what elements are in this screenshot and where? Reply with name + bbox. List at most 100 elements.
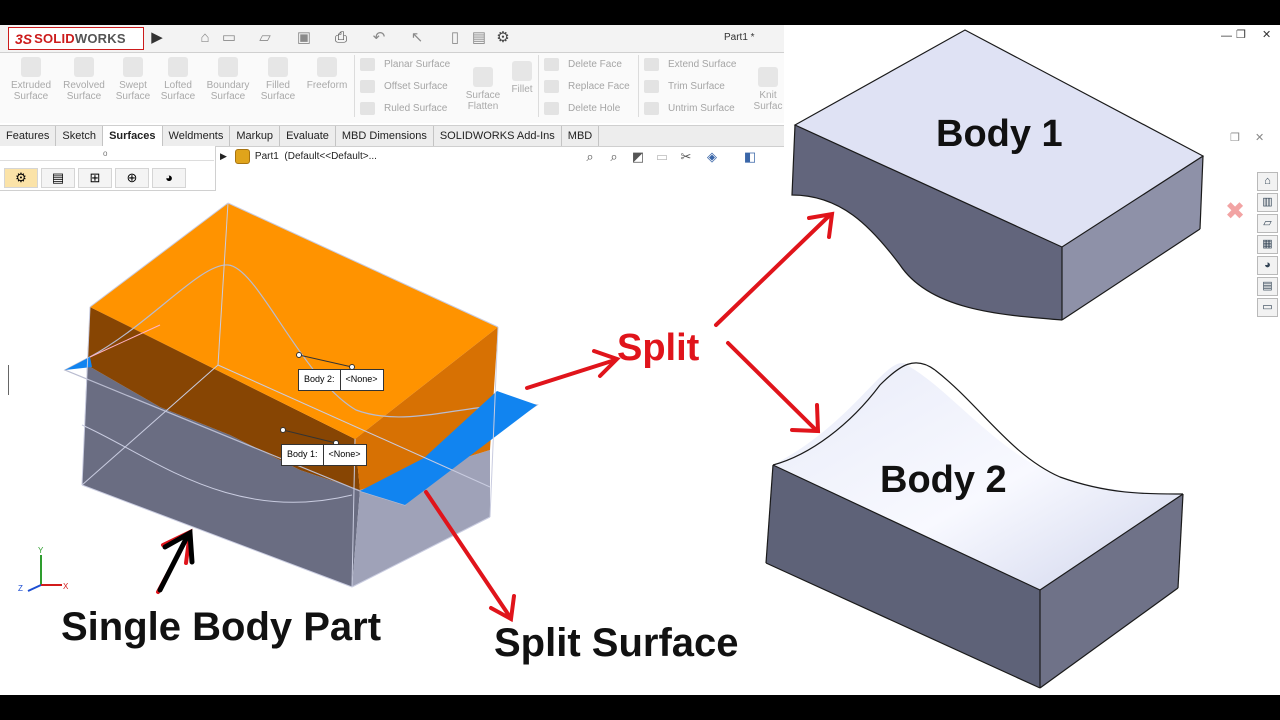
task-pane-forum-icon[interactable]: ▭: [1257, 298, 1278, 317]
body2-tag-value[interactable]: <None>: [339, 370, 383, 390]
swept-surface-button[interactable]: Swept Surface: [108, 57, 158, 102]
print-icon[interactable]: ⎙: [334, 29, 347, 46]
task-pane-resources-icon[interactable]: ▥: [1257, 193, 1278, 212]
minimize-window-icon[interactable]: —: [1221, 30, 1232, 42]
extend-surface-button[interactable]: Extend Surface: [644, 58, 736, 71]
task-pane-file-explorer-icon[interactable]: ▱: [1257, 214, 1278, 233]
close-window-icon[interactable]: ✕: [1262, 29, 1272, 41]
replace-face-button[interactable]: Replace Face: [544, 80, 630, 93]
swept-surface-icon: [123, 57, 143, 77]
displaymanager-tab[interactable]: ◕: [152, 168, 186, 188]
display-style-icon[interactable]: ◧: [743, 149, 757, 164]
delete-face-button[interactable]: Delete Face: [544, 58, 622, 71]
tab-sketch[interactable]: Sketch: [56, 126, 104, 146]
propertymanager-tab[interactable]: ▤: [41, 168, 75, 188]
restore-document-icon[interactable]: ❐: [1230, 132, 1240, 144]
save-icon[interactable]: ▣: [296, 29, 312, 46]
tab-weldments[interactable]: Weldments: [163, 126, 231, 146]
task-pane-appearances-icon[interactable]: ◕: [1257, 256, 1278, 275]
view-orientation-icon[interactable]: ◈: [707, 149, 717, 164]
tab-mbd-dimensions[interactable]: MBD Dimensions: [336, 126, 434, 146]
untrim-surface-label: Untrim Surface: [668, 103, 735, 114]
lofted-surface-button[interactable]: Lofted Surface: [153, 57, 203, 102]
options-gear-icon[interactable]: ⚙: [496, 29, 510, 46]
filled-surface-button[interactable]: Filled Surface: [253, 57, 303, 102]
select-cursor-icon[interactable]: ↖: [410, 29, 424, 46]
section-view-icon[interactable]: ▭: [655, 149, 669, 164]
split-surface-left-face[interactable]: [65, 357, 92, 370]
dynamic-annotation-icon[interactable]: ✂: [680, 149, 692, 164]
panel-splitter-handle[interactable]: o: [103, 149, 108, 158]
boundary-surface-button[interactable]: Boundary Surface: [203, 57, 253, 102]
untrim-surface-button[interactable]: Untrim Surface: [644, 102, 735, 115]
fillet-button[interactable]: Fillet: [497, 61, 547, 95]
undo-icon[interactable]: ↶: [372, 29, 386, 46]
knit-surface-icon: [758, 67, 778, 87]
restore-window-icon[interactable]: ❐: [1236, 29, 1246, 41]
front-lower-face: [82, 365, 360, 587]
split-surface-right-face[interactable]: [360, 391, 537, 505]
configuration-icon: ⊞: [89, 170, 101, 185]
zoom-to-fit-icon[interactable]: ⌕: [586, 149, 594, 164]
tab-solidworks-add-ins[interactable]: SOLIDWORKS Add-Ins: [434, 126, 562, 146]
tab-evaluate[interactable]: Evaluate: [280, 126, 336, 146]
expand-arrow-icon[interactable]: ▶: [220, 151, 227, 161]
configurationmanager-tab[interactable]: ⊞: [78, 168, 112, 188]
open-folder-icon[interactable]: ▱: [259, 29, 271, 46]
tab-features[interactable]: Features: [0, 126, 57, 146]
revolved-surface-button[interactable]: Revolved Surface: [59, 57, 109, 102]
ds-logo-mark: 3S: [15, 30, 33, 47]
property-list-icon: ▤: [51, 170, 65, 185]
tab-markup[interactable]: Markup: [230, 126, 281, 146]
trim-surface-button[interactable]: Trim Surface: [644, 80, 725, 93]
tab-mbd[interactable]: MBD: [562, 126, 600, 146]
body-1-model[interactable]: [791, 29, 1205, 321]
body1-top-face: [795, 30, 1203, 247]
knit-surface-button[interactable]: Knit Surfac: [748, 67, 788, 112]
title-toolbar: 3S SOLIDWORKS ▶ ⌂ ▭ ▱ ▣ ⎙ ↶ ↖ ▯ ▤ ⚙ Part…: [0, 25, 784, 53]
solidworks-logo[interactable]: 3S SOLIDWORKS: [8, 27, 144, 50]
revolved-surface-label: Revolved Surface: [63, 80, 105, 102]
planar-surface-button[interactable]: Planar Surface: [360, 58, 450, 71]
task-pane-custom-properties-icon[interactable]: ▤: [1257, 277, 1278, 296]
file-properties-icon[interactable]: ▤: [471, 29, 487, 46]
solidworks-window: 3S SOLIDWORKS ▶ ⌂ ▭ ▱ ▣ ⎙ ↶ ↖ ▯ ▤ ⚙ Part…: [0, 25, 1280, 695]
expand-arrow-icon[interactable]: ▶: [151, 29, 163, 46]
brand-solid: SOLID: [34, 31, 75, 46]
single-body-part-model[interactable]: [63, 202, 539, 588]
delete-hole-button[interactable]: Delete Hole: [544, 102, 620, 115]
fillet-icon: [512, 61, 532, 81]
dimxpertmanager-tab[interactable]: ⊕: [115, 168, 149, 188]
boundary-surface-label: Boundary Surface: [206, 80, 250, 102]
home-icon[interactable]: ⌂: [200, 29, 210, 46]
revolved-surface-icon: [74, 57, 94, 77]
brand-name: SOLIDWORKS: [34, 31, 126, 46]
untrim-surface-icon: [644, 102, 659, 115]
delete-face-icon: [544, 58, 559, 71]
rebuild-icon[interactable]: ▯: [450, 29, 460, 46]
feature-tree-root[interactable]: ▶ Part1 (Default<<Default>...: [220, 149, 377, 164]
new-document-icon[interactable]: ▭: [221, 29, 237, 46]
trim-surface-icon: [644, 80, 659, 93]
task-pane-home-icon[interactable]: ⌂: [1257, 172, 1278, 191]
zoom-to-area-icon[interactable]: ⌕: [610, 149, 618, 164]
surface-flatten-button[interactable]: Surface Flatten: [458, 67, 508, 112]
close-document-icon[interactable]: ✕: [1255, 132, 1265, 144]
ruled-surface-button[interactable]: Ruled Surface: [360, 102, 447, 115]
single-body-arrow: [157, 528, 195, 593]
offset-surface-button[interactable]: Offset Surface: [360, 80, 448, 93]
color-wheel-icon: ◕: [165, 170, 173, 185]
body1-tag-value[interactable]: <None>: [322, 445, 366, 465]
cancel-x-icon[interactable]: ✖: [1225, 198, 1246, 225]
graphics-area[interactable]: Y X Z: [0, 25, 1280, 695]
body1-callout-tag[interactable]: Body 1: <None>: [281, 444, 367, 466]
filled-surface-icon: [268, 57, 288, 77]
previous-view-icon[interactable]: ◩: [631, 149, 645, 164]
featuremanager-tree-tab[interactable]: ⚙: [4, 168, 38, 188]
body2-callout-tag[interactable]: Body 2: <None>: [298, 369, 384, 391]
task-pane-view-palette-icon[interactable]: ▦: [1257, 235, 1278, 254]
extruded-surface-button[interactable]: Extruded Surface: [6, 57, 56, 102]
tab-surfaces[interactable]: Surfaces: [103, 126, 163, 146]
body-2-model[interactable]: [765, 362, 1184, 689]
freeform-button[interactable]: Freeform: [302, 57, 352, 91]
